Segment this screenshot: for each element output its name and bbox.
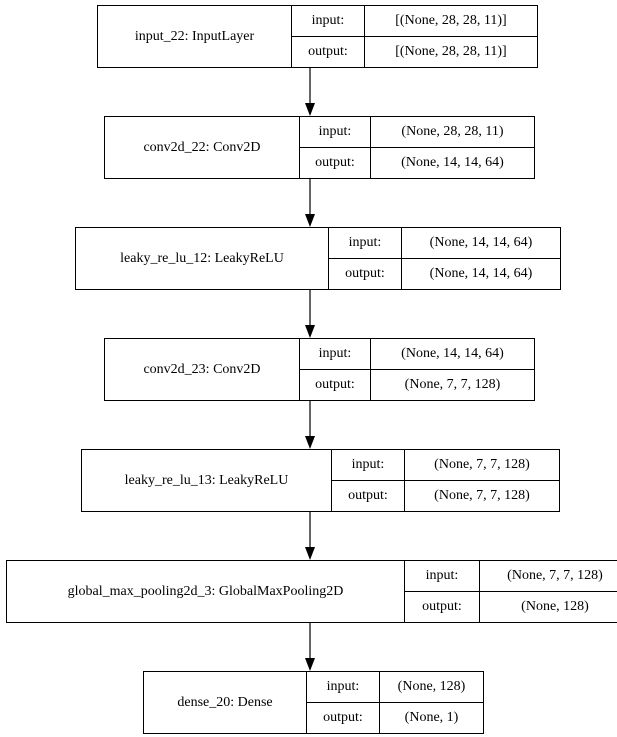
input-label: input: xyxy=(307,672,379,703)
layer-name: global_max_pooling2d_3: GlobalMaxPooling… xyxy=(7,561,405,622)
io-labels: input: output: xyxy=(307,672,380,733)
input-shape: (None, 7, 7, 128) xyxy=(480,561,617,592)
output-label: output: xyxy=(323,710,363,725)
output-label: output: xyxy=(422,599,462,614)
io-shapes: [(None, 28, 28, 11)] [(None, 28, 28, 11)… xyxy=(365,6,537,67)
input-label: input: xyxy=(329,228,401,259)
io-labels: input: output: xyxy=(292,6,365,67)
edge-arrow xyxy=(305,179,315,227)
output-label: output: xyxy=(348,488,388,503)
edge-arrow xyxy=(305,512,315,560)
layer-node: leaky_re_lu_12: LeakyReLU input: output:… xyxy=(75,227,561,290)
io-shapes: (None, 7, 7, 128) (None, 128) xyxy=(480,561,617,622)
input-shape: (None, 7, 7, 128) xyxy=(405,450,559,481)
edge-arrow xyxy=(305,623,315,671)
input-shape: (None, 128) xyxy=(380,672,483,703)
layer-name: leaky_re_lu_12: LeakyReLU xyxy=(76,228,329,289)
io-shapes: (None, 128) (None, 1) xyxy=(380,672,483,733)
output-shape: (None, 14, 14, 64) xyxy=(401,155,504,170)
input-label: input: xyxy=(300,117,370,148)
io-labels: input: output: xyxy=(300,117,371,178)
io-labels: input: output: xyxy=(332,450,405,511)
io-shapes: (None, 14, 14, 64) (None, 14, 14, 64) xyxy=(402,228,560,289)
output-label: output: xyxy=(315,155,355,170)
edge-arrow xyxy=(305,68,315,116)
input-label: input: xyxy=(292,6,364,37)
io-shapes: (None, 14, 14, 64) (None, 7, 7, 128) xyxy=(371,339,534,400)
io-labels: input: output: xyxy=(300,339,371,400)
input-shape: [(None, 28, 28, 11)] xyxy=(365,6,537,37)
output-shape: [(None, 28, 28, 11)] xyxy=(395,44,507,59)
io-labels: input: output: xyxy=(405,561,480,622)
output-shape: (None, 7, 7, 128) xyxy=(434,488,530,503)
layer-node: dense_20: Dense input: output: (None, 12… xyxy=(143,671,484,734)
output-shape: (None, 1) xyxy=(404,710,459,725)
input-shape: (None, 14, 14, 64) xyxy=(371,339,534,370)
layer-name: conv2d_23: Conv2D xyxy=(105,339,300,400)
layer-name: conv2d_22: Conv2D xyxy=(105,117,300,178)
edge-arrow xyxy=(305,290,315,338)
output-shape: (None, 7, 7, 128) xyxy=(404,377,501,392)
layer-node: leaky_re_lu_13: LeakyReLU input: output:… xyxy=(81,449,560,512)
output-shape: (None, 128) xyxy=(521,599,589,614)
input-label: input: xyxy=(405,561,479,592)
layer-node: global_max_pooling2d_3: GlobalMaxPooling… xyxy=(6,560,617,623)
output-shape: (None, 14, 14, 64) xyxy=(429,266,533,281)
output-label: output: xyxy=(308,44,348,59)
layer-name: input_22: InputLayer xyxy=(98,6,292,67)
layer-node: input_22: InputLayer input: output: [(No… xyxy=(97,5,538,68)
layer-name: leaky_re_lu_13: LeakyReLU xyxy=(82,450,332,511)
output-label: output: xyxy=(345,266,385,281)
edge-arrow xyxy=(305,401,315,449)
layer-node: conv2d_22: Conv2D input: output: (None, … xyxy=(104,116,535,179)
layer-name: dense_20: Dense xyxy=(144,672,307,733)
output-label: output: xyxy=(315,377,355,392)
layer-node: conv2d_23: Conv2D input: output: (None, … xyxy=(104,338,535,401)
input-shape: (None, 14, 14, 64) xyxy=(402,228,560,259)
input-label: input: xyxy=(300,339,370,370)
io-shapes: (None, 28, 28, 11) (None, 14, 14, 64) xyxy=(371,117,534,178)
input-label: input: xyxy=(332,450,404,481)
io-shapes: (None, 7, 7, 128) (None, 7, 7, 128) xyxy=(405,450,559,511)
io-labels: input: output: xyxy=(329,228,402,289)
input-shape: (None, 28, 28, 11) xyxy=(371,117,534,148)
